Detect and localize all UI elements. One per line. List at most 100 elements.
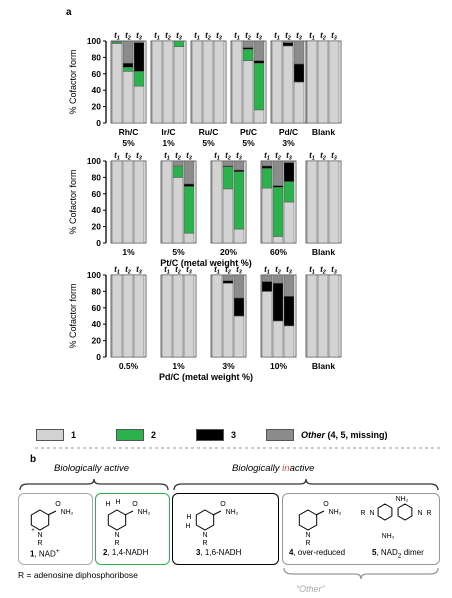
legend-item-2: 2 <box>116 429 156 441</box>
time-label-1-4-3: t3 <box>256 31 262 42</box>
bar-segment-3-4-1-1 <box>261 291 273 358</box>
time-label-3-5-2: t2 <box>320 265 326 276</box>
time-label-1-6-1: t1 <box>309 31 315 42</box>
y-tick-label-3-100: 100 <box>87 270 101 280</box>
bar-segment-3-1-1-1 <box>111 274 123 358</box>
bar-segment-3-1-2-1 <box>122 274 134 358</box>
nadh16-h1: H <box>185 523 190 530</box>
time-label-3-5-3: t3 <box>331 265 337 276</box>
y-tick-label-3-80: 80 <box>92 286 102 296</box>
label-16-nadh: 3, 1,6-NADH <box>196 548 242 557</box>
bar-segment-3-4-2-1 <box>272 320 284 358</box>
bar-segment-3-3-2-3 <box>222 280 234 284</box>
bar-segment-1-2-3-1 <box>173 46 185 124</box>
bar-segment-2-4-2-1 <box>272 236 284 244</box>
bar-segment-1-5-2-1 <box>282 45 294 124</box>
y-tick-label-2-60: 60 <box>92 189 102 199</box>
brace-other <box>283 567 439 580</box>
bar-segment-2-2-2-2 <box>172 165 184 178</box>
legend-item-1: 1 <box>36 429 76 441</box>
amide-nh2-4: NH₂ <box>329 509 342 516</box>
bar-segment-2-2-3-4 <box>183 160 195 185</box>
bar-segment-3-3-3-3 <box>233 297 245 317</box>
y-axis-label-2: % Cofactor form <box>68 169 78 234</box>
time-label-3-3-1: t1 <box>214 265 220 276</box>
group-label-2-4: 60% <box>270 247 287 257</box>
bar-segment-2-1-2-1 <box>122 160 134 244</box>
bar-segment-2-4-1-2 <box>261 168 273 189</box>
bar-segment-1-4-3-1 <box>253 109 265 124</box>
group-sublabel-1-3: 5% <box>202 138 215 148</box>
bar-segment-1-6-2-1 <box>317 40 329 124</box>
bar-segment-2-5-2-1 <box>317 160 329 244</box>
time-label-2-5-1: t1 <box>309 151 315 162</box>
time-label-2-1-3: t3 <box>136 151 142 162</box>
nadh16-r: R <box>202 540 207 547</box>
group-label-2-1: 1% <box>122 247 135 257</box>
bar-segment-1-4-2-2 <box>242 48 254 61</box>
legend-label-other: Other (4, 5, missing) <box>301 430 388 440</box>
time-label-1-5-2: t2 <box>285 31 291 42</box>
bar-segment-1-2-3-2 <box>173 40 185 47</box>
bar-segment-1-4-1-1 <box>231 40 243 124</box>
time-label-2-2-3: t3 <box>186 151 192 162</box>
time-label-1-2-1: t1 <box>154 31 160 42</box>
legend-label-3: 3 <box>231 430 237 440</box>
bar-segment-3-4-3-4 <box>283 274 295 297</box>
bar-segment-1-3-2-1 <box>202 40 214 124</box>
bar-segment-1-5-2-3 <box>282 42 294 47</box>
amide-bond-1 <box>47 510 57 516</box>
time-label-2-2-2: t2 <box>175 151 181 162</box>
legend: 1 2 3 Other (4, 5, missing) <box>0 429 452 443</box>
group-label-3-2: 1% <box>172 361 185 371</box>
amide-nh2-2: NH₂ <box>138 509 151 516</box>
legend-label-2: 2 <box>151 430 157 440</box>
brace-active <box>19 478 169 491</box>
bar-segment-3-5-2-1 <box>317 274 329 358</box>
bar-segment-1-1-1-4 <box>111 40 123 43</box>
group-label-1-2: Ir/C <box>161 127 175 137</box>
over-reduced-r: R <box>305 540 310 547</box>
bar-segment-1-4-3-2 <box>253 62 265 111</box>
time-label-1-3-3: t3 <box>216 31 222 42</box>
over-reduced-n: N <box>305 532 310 539</box>
bar-segment-1-4-3-4 <box>253 40 265 61</box>
legend-swatch-other <box>266 429 294 441</box>
bar-segment-1-4-2-1 <box>242 60 254 124</box>
y-tick-label-1-40: 40 <box>92 85 102 95</box>
bar-segment-3-3-2-1 <box>222 282 234 358</box>
bar-segment-1-6-1-1 <box>306 40 318 124</box>
bar-segment-1-1-1-1 <box>111 43 123 124</box>
dimer-nh2-bottom: NH₂ <box>382 533 395 540</box>
bar-segment-2-1-1-1 <box>111 160 123 244</box>
bar-segment-2-3-2-2 <box>222 166 234 190</box>
bar-segment-3-4-2-3 <box>272 282 284 322</box>
time-label-3-2-1: t1 <box>164 265 170 276</box>
bar-segment-2-4-3-3 <box>283 162 295 182</box>
bar-segment-2-3-1-1 <box>211 160 223 244</box>
bar-segment-2-2-3-2 <box>183 186 195 234</box>
time-label-3-1-3: t3 <box>136 265 142 276</box>
time-label-2-4-1: t1 <box>264 151 270 162</box>
time-label-3-4-2: t2 <box>275 265 281 276</box>
x-axis-label-2: Pt/C (metal weight %) <box>160 258 252 268</box>
group-label-1-6: Blank <box>312 127 335 137</box>
group-label-1-4: Pt/C <box>240 127 257 137</box>
group-label-2-5: Blank <box>312 247 335 257</box>
bar-segment-2-5-1-1 <box>306 160 318 244</box>
label-14-nadh: 2, 1,4-NADH <box>103 548 149 557</box>
y-tick-label-2-0: 0 <box>96 238 101 248</box>
legend-item-3: 3 <box>196 429 236 441</box>
bar-segment-2-3-3-2 <box>233 171 245 230</box>
bar-segment-3-4-2-4 <box>272 274 284 284</box>
y-tick-label-2-100: 100 <box>87 156 101 166</box>
bar-segment-1-5-3-3 <box>293 63 305 83</box>
time-label-1-5-1: t1 <box>274 31 280 42</box>
group-label-1-3: Ru/C <box>199 127 219 137</box>
bar-segment-3-2-3-1 <box>183 274 195 358</box>
bar-segment-2-4-2-2 <box>272 186 284 237</box>
nad-plus: + <box>31 528 35 534</box>
time-label-1-5-3: t3 <box>296 31 302 42</box>
bar-segment-1-2-1-1 <box>151 40 163 124</box>
nad-n: N <box>37 532 42 539</box>
